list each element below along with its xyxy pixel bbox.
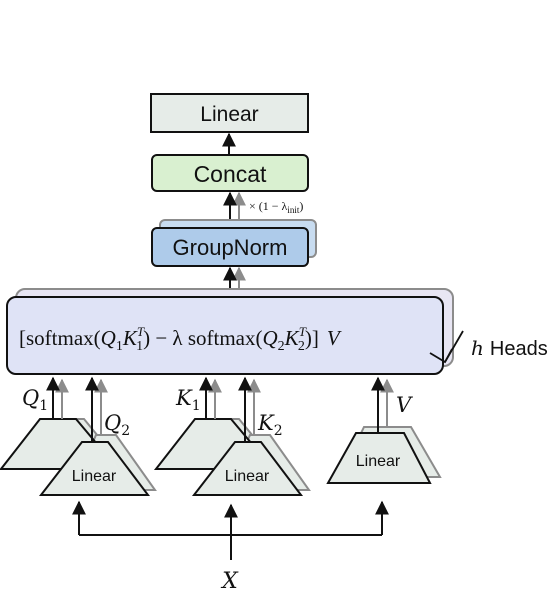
value-projection: Linear: [326, 426, 442, 484]
k-linear-label: Linear: [225, 468, 270, 485]
groupnorm-label: GroupNorm: [173, 235, 288, 260]
q2-sub: 2: [121, 423, 130, 439]
formula-q1-sub: 1: [116, 339, 123, 354]
formula-mid: ) − λ softmax(: [143, 326, 262, 350]
formula-q2-sub: 2: [278, 339, 285, 354]
formula-q2: Q: [263, 326, 278, 350]
output-linear-label: Linear: [200, 103, 258, 126]
q1-symbol: Q1: [22, 386, 48, 414]
k2-letter: K: [257, 411, 275, 435]
scale-factor-label: × (1 − λinit): [249, 199, 303, 215]
heads-h: h: [471, 336, 484, 360]
q2-letter: Q: [104, 411, 121, 435]
scale-prefix: × (1 − λ: [249, 199, 288, 213]
groupnorm-block: GroupNorm: [151, 219, 317, 267]
formula-v: V: [327, 326, 342, 350]
formula-k1-sup: T: [137, 324, 145, 339]
formula-q1: Q: [101, 326, 116, 350]
heads-annotation: h Heads: [429, 330, 548, 364]
concat-label: Concat: [194, 161, 267, 187]
v-linear-trapezoid: [326, 432, 432, 484]
key-projection: Linear: [153, 418, 311, 496]
formula-open: [softmax(: [19, 326, 101, 350]
formula-close: )]: [305, 326, 319, 350]
k1-letter: K: [175, 386, 193, 410]
k2-symbol: K2: [257, 411, 283, 439]
q2-symbol: Q2: [104, 411, 130, 439]
query-projection: Linear: [0, 418, 157, 496]
v-symbol: V: [396, 393, 413, 417]
formula-k2-sup: T: [299, 324, 307, 339]
concat-block: Concat: [151, 154, 309, 192]
formula-k2: K: [284, 326, 300, 350]
formula-k2-sub: 2: [298, 339, 305, 354]
heads-text: Heads: [490, 338, 548, 360]
q2-linear-trapezoid: [38, 441, 151, 496]
q1-letter: Q: [22, 386, 39, 410]
formula-k1: K: [122, 326, 138, 350]
q-linear-label: Linear: [72, 468, 117, 485]
scale-sub: init: [287, 205, 300, 215]
v-linear-label: Linear: [356, 453, 401, 470]
formula-k1-sub: 1: [136, 339, 143, 354]
k2-sub: 2: [274, 423, 283, 439]
k2-linear-trapezoid: [191, 441, 304, 496]
input-distribution: [72, 500, 389, 560]
output-linear-block: Linear: [150, 93, 309, 133]
x-input-symbol: X: [220, 569, 239, 594]
k1-symbol: K1: [175, 386, 201, 414]
k1-sub: 1: [192, 398, 201, 414]
q1-sub: 1: [39, 398, 48, 414]
scale-suffix: ): [299, 199, 303, 213]
heads-label: h Heads: [471, 336, 548, 360]
